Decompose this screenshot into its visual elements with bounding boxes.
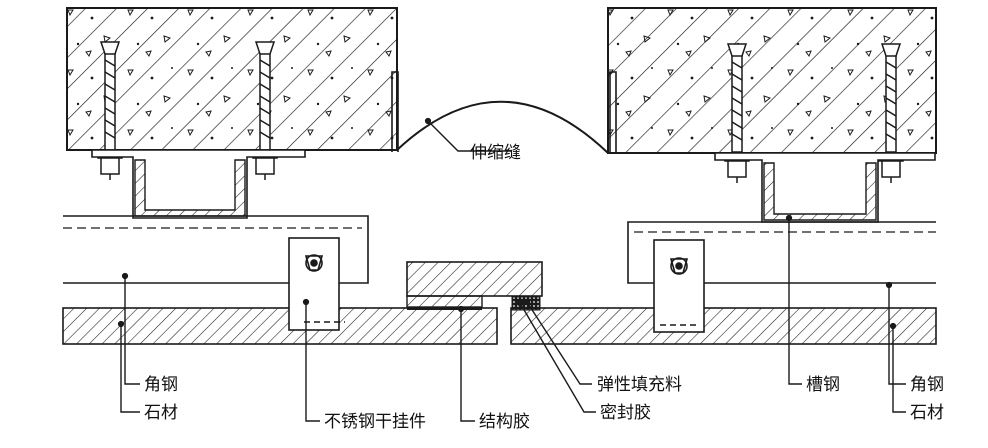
center-cover-stone [406, 261, 543, 310]
label-expansion-joint: 伸缩缝 [470, 143, 521, 163]
joint-cover-plates [391, 71, 617, 152]
right-stainless-hanger [653, 239, 705, 333]
right-angle-steel [627, 221, 936, 284]
right-stone-panel [510, 307, 937, 345]
label-channel-steel: 槽钢 [806, 375, 840, 395]
label-sealant: 密封胶 [600, 403, 651, 423]
left-concrete-wall [66, 7, 398, 151]
label-stainless-hanger: 不锈钢干挂件 [324, 412, 426, 432]
left-stone-panel [62, 307, 498, 345]
label-angle-steel-left: 角钢 [144, 375, 178, 395]
label-stone-right: 石材 [910, 403, 944, 423]
label-stone-left: 石材 [144, 403, 178, 423]
right-channel-steel [714, 152, 936, 223]
label-elastic-filler: 弹性填充料 [597, 375, 682, 395]
right-concrete-wall [607, 7, 937, 154]
label-structural-glue: 结构胶 [479, 412, 530, 432]
left-angle-steel [63, 215, 369, 284]
leader-lines [117, 117, 906, 422]
expansion-joint-arc [396, 100, 609, 154]
left-stainless-hanger [288, 237, 345, 331]
label-angle-steel-right: 角钢 [910, 375, 944, 395]
